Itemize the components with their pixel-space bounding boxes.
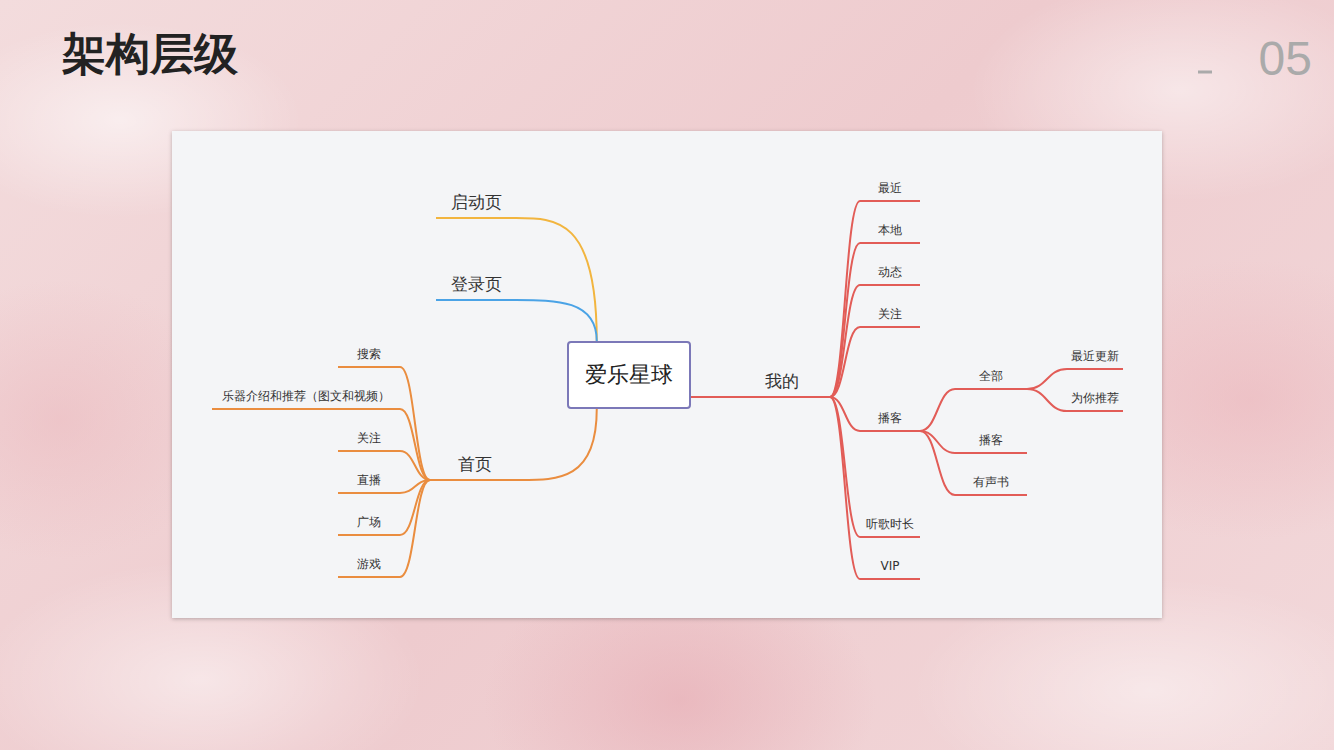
topic-text: 关注: [878, 307, 902, 326]
dash-mark: [1198, 71, 1212, 74]
topic-text: 最近更新: [1071, 349, 1119, 368]
branch-connector: [920, 389, 955, 431]
branch-topic: 直播: [338, 468, 400, 494]
branch-connector: [691, 396, 705, 398]
branch-connector: [400, 367, 430, 480]
topic-text: 关注: [357, 431, 381, 450]
topic-text: 播客: [979, 433, 1003, 452]
topic-text: 广场: [357, 515, 381, 534]
branch-topic: 播客: [860, 406, 920, 432]
center-topic-box: 爱乐星球: [567, 341, 691, 409]
topic-text: 乐器介绍和推荐（图文和视频）: [222, 389, 390, 408]
branch-connector: [516, 218, 597, 341]
branch-connector: [400, 409, 430, 480]
topic-text: VIP: [881, 559, 900, 578]
branch-topic: 登录页: [436, 265, 516, 301]
page-number: 05: [1259, 30, 1312, 88]
topic-text: 爱乐星球: [575, 362, 683, 388]
topic-text: 为你推荐: [1071, 391, 1119, 410]
topic-text: 登录页: [451, 274, 502, 299]
topic-text: 启动页: [451, 192, 502, 217]
branch-topic: 广场: [338, 510, 400, 536]
branch-topic: 最近更新: [1067, 344, 1123, 370]
topic-text: 直播: [357, 473, 381, 492]
topic-text: 搜索: [357, 347, 381, 366]
topic-text: 我的: [765, 371, 799, 396]
branch-topic: 最近: [860, 176, 920, 202]
branch-topic: 搜索: [338, 342, 400, 368]
branch-connector: [830, 201, 860, 397]
branch-topic: 首页: [430, 445, 520, 481]
branch-connector: [830, 243, 860, 397]
topic-text: 最近: [878, 181, 902, 200]
branch-connector: [830, 285, 860, 397]
topic-text: 首页: [458, 454, 492, 479]
branch-connector: [1027, 369, 1067, 389]
branch-connector: [400, 451, 430, 480]
branch-connector: [520, 409, 597, 480]
branch-topic: 动态: [860, 260, 920, 286]
branch-topic: 乐器介绍和推荐（图文和视频）: [212, 384, 400, 410]
branch-connector: [830, 397, 860, 537]
branch-connector: [1027, 389, 1067, 411]
branch-topic: 为你推荐: [1067, 386, 1123, 412]
branch-topic: 全部: [955, 364, 1027, 390]
branch-topic: VIP: [860, 554, 920, 580]
topic-text: 本地: [878, 223, 902, 242]
branch-topic: 有声书: [955, 470, 1027, 496]
slide-title: 架构层级: [62, 28, 238, 81]
branch-connector: [516, 300, 597, 341]
branch-topic: 关注: [860, 302, 920, 328]
branch-topic: 播客: [955, 428, 1027, 454]
branch-topic: 听歌时长: [860, 512, 920, 538]
branch-connector: [830, 327, 860, 397]
topic-text: 播客: [878, 411, 902, 430]
branch-topic: 本地: [860, 218, 920, 244]
branch-topic: 我的: [705, 362, 830, 398]
branch-topic: 关注: [338, 426, 400, 452]
branch-connector: [830, 397, 860, 579]
topic-text: 动态: [878, 265, 902, 284]
branch-connector: [400, 480, 430, 577]
branch-topic: 游戏: [338, 552, 400, 578]
topic-text: 听歌时长: [866, 517, 914, 536]
branch-topic: 启动页: [436, 183, 516, 219]
branch-connector: [920, 431, 955, 495]
topic-text: 游戏: [357, 557, 381, 576]
topic-text: 全部: [979, 369, 1003, 388]
topic-text: 有声书: [973, 475, 1009, 494]
